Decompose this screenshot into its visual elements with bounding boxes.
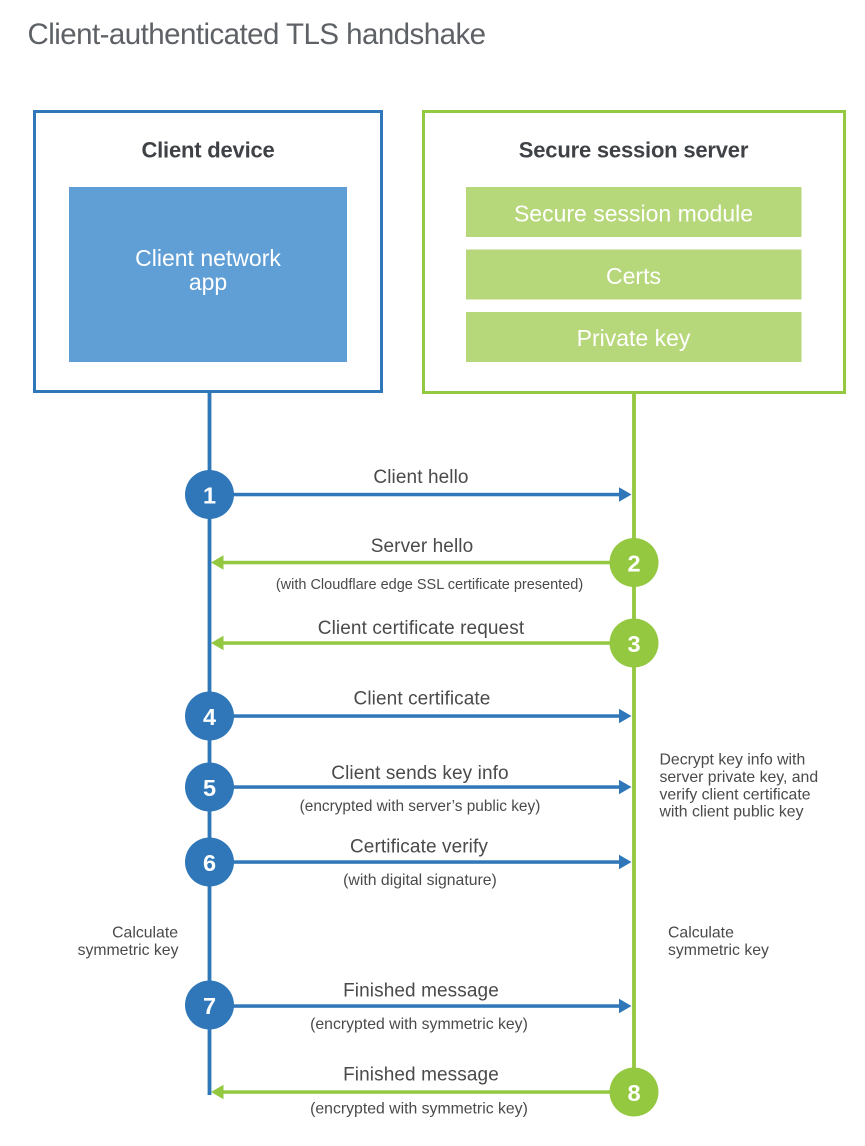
svg-text:Client certificate: Client certificate <box>354 689 491 710</box>
svg-text:7: 7 <box>203 993 216 1019</box>
svg-text:(encrypted with symmetric key): (encrypted with symmetric key) <box>310 1101 528 1118</box>
svg-text:1: 1 <box>203 483 216 509</box>
svg-text:4: 4 <box>203 704 216 730</box>
svg-text:Secure session server: Secure session server <box>519 138 749 163</box>
svg-text:Calculate: Calculate <box>668 925 734 942</box>
svg-text:Client device: Client device <box>141 138 274 163</box>
svg-text:Client sends key info: Client sends key info <box>331 763 508 784</box>
svg-text:Client certificate request: Client certificate request <box>318 618 525 639</box>
svg-text:(with Cloudflare edge SSL cert: (with Cloudflare edge SSL certificate pr… <box>276 577 583 593</box>
svg-text:verify client certificate: verify client certificate <box>660 787 811 804</box>
svg-text:Client hello: Client hello <box>373 467 468 488</box>
svg-text:Client network: Client network <box>135 245 281 271</box>
svg-text:symmetric key: symmetric key <box>668 942 769 959</box>
svg-text:(encrypted with symmetric key): (encrypted with symmetric key) <box>310 1016 528 1033</box>
svg-text:app: app <box>189 269 227 295</box>
svg-text:3: 3 <box>627 631 640 657</box>
svg-text:server private key, and: server private key, and <box>660 769 819 786</box>
svg-text:Finished message: Finished message <box>343 981 499 1002</box>
svg-text:Finished message: Finished message <box>343 1065 499 1086</box>
svg-text:Decrypt key info with: Decrypt key info with <box>660 752 806 769</box>
svg-text:symmetric key: symmetric key <box>78 942 179 959</box>
svg-text:(encrypted with server’s publi: (encrypted with server’s public key) <box>300 798 541 815</box>
svg-text:2: 2 <box>627 551 640 577</box>
svg-text:(with digital signature): (with digital signature) <box>343 872 497 889</box>
svg-text:5: 5 <box>203 775 216 801</box>
svg-text:6: 6 <box>203 850 216 876</box>
svg-text:Private key: Private key <box>577 325 691 351</box>
svg-text:8: 8 <box>627 1080 640 1106</box>
svg-text:Certs: Certs <box>606 263 661 289</box>
svg-text:Server hello: Server hello <box>371 536 474 557</box>
svg-text:Calculate: Calculate <box>112 925 178 942</box>
svg-text:Client-authenticated TLS hands: Client-authenticated TLS handshake <box>28 18 486 51</box>
svg-text:Secure session module: Secure session module <box>514 201 753 227</box>
svg-text:with client public key: with client public key <box>659 804 804 821</box>
svg-text:Certificate verify: Certificate verify <box>350 837 488 858</box>
